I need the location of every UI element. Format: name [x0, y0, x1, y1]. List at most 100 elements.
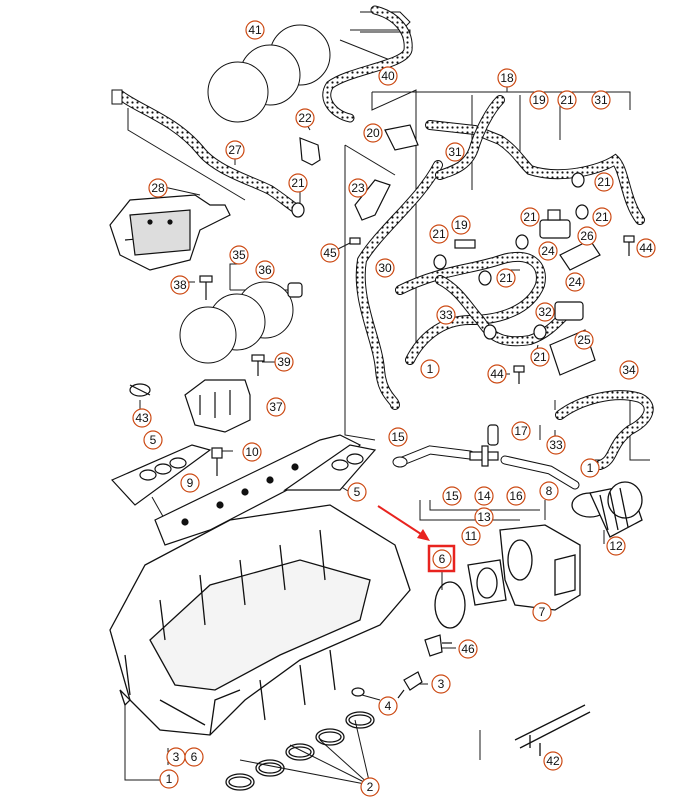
callout-circle	[461, 526, 481, 546]
callout-circle	[580, 458, 600, 478]
callout-label-c44a: 44	[639, 241, 653, 255]
callout-label-c24b: 24	[568, 275, 582, 289]
callout-circle	[574, 330, 594, 350]
callout-circle	[242, 442, 262, 462]
hose-31	[425, 120, 645, 225]
callout-label-c4: 4	[385, 699, 392, 713]
callout-label-c45: 45	[323, 246, 337, 260]
callout-label-c25: 25	[577, 333, 591, 347]
callout-circle	[451, 215, 471, 235]
callout-label-c6a: 6	[439, 552, 446, 566]
callout-label-c30: 30	[378, 261, 392, 275]
connector-19	[454, 239, 476, 249]
callout-label-c21c: 21	[597, 175, 611, 189]
callout-circle	[274, 352, 294, 372]
hose-30	[355, 160, 443, 410]
callout-label-c40: 40	[381, 69, 395, 83]
callout-label-c44b: 44	[490, 367, 504, 381]
callout-label-c17: 17	[514, 424, 528, 438]
highlight-marker	[377, 505, 456, 573]
callout-circle	[132, 408, 152, 428]
callout-circle	[295, 108, 315, 128]
callout-circle	[474, 486, 494, 506]
hose-40	[322, 5, 413, 123]
callout-circle	[388, 427, 408, 447]
callout-circle	[636, 238, 656, 258]
callout-label-c2: 2	[367, 780, 374, 794]
callout-circle	[546, 435, 566, 455]
callout-label-c24a: 24	[541, 244, 555, 258]
callout-circle	[458, 639, 478, 659]
callout-circle	[148, 178, 168, 198]
callout-label-c21b: 21	[291, 176, 305, 190]
clamp-43	[129, 383, 151, 397]
connector-36	[287, 282, 303, 298]
callout-circle	[520, 207, 540, 227]
screw-45	[349, 237, 361, 245]
actuator-37	[184, 379, 251, 433]
callout-circle	[497, 68, 517, 88]
screw-38	[199, 275, 213, 300]
valve-25	[554, 301, 584, 321]
screw-39	[251, 354, 265, 376]
callout-label-c32: 32	[538, 305, 552, 319]
clamps-21	[291, 172, 589, 340]
callout-circle	[429, 224, 449, 244]
callout-label-c33b: 33	[549, 438, 563, 452]
callout-circle	[543, 751, 563, 771]
intake-hose-12	[571, 481, 643, 538]
callout-label-c35: 35	[232, 248, 246, 262]
valve-17	[487, 424, 499, 446]
callout-circle	[529, 90, 549, 110]
bracket-28	[109, 194, 231, 271]
callout-label-c21a: 21	[560, 93, 574, 107]
clip-22	[299, 137, 321, 166]
callout-label-c3a: 3	[438, 677, 445, 691]
callout-label-c16: 16	[509, 489, 523, 503]
callout-circle	[180, 473, 200, 493]
callout-circle	[619, 360, 639, 380]
callout-circle	[506, 486, 526, 506]
callout-circle	[474, 507, 494, 527]
callout-label-c15b: 15	[445, 489, 459, 503]
callout-label-c34: 34	[622, 363, 636, 377]
callout-label-c37: 37	[269, 400, 283, 414]
callout-label-c5a: 5	[150, 433, 157, 447]
callout-circle	[288, 173, 308, 193]
bellows-35	[179, 281, 294, 364]
hose-18	[435, 95, 505, 180]
valve-24	[539, 209, 571, 239]
callout-circle	[565, 272, 585, 292]
callout-label-c18: 18	[500, 71, 514, 85]
callout-circle	[538, 241, 558, 261]
callout-circle	[375, 258, 395, 278]
callout-circle	[496, 268, 516, 288]
callout-label-c19b: 19	[454, 218, 468, 232]
callout-circle	[159, 769, 179, 789]
callout-label-c31a: 31	[594, 93, 608, 107]
callout-circle	[436, 305, 456, 325]
bracket-23	[354, 179, 391, 221]
callout-label-c19a: 19	[532, 93, 546, 107]
callout-label-c21e: 21	[595, 210, 609, 224]
callout-circle	[431, 674, 451, 694]
callout-circle	[487, 364, 507, 384]
o-rings-2	[225, 711, 375, 791]
callout-label-c41: 41	[248, 23, 262, 37]
callout-label-c14: 14	[477, 489, 491, 503]
callout-circle	[245, 20, 265, 40]
callout-label-c23: 23	[351, 181, 365, 195]
callout-circle	[348, 178, 368, 198]
callout-circle	[266, 397, 286, 417]
callout-circle	[432, 549, 452, 569]
callout-label-c8: 8	[546, 484, 553, 498]
callout-label-c7: 7	[539, 605, 546, 619]
hose-34	[555, 390, 654, 470]
connector-14	[469, 445, 499, 467]
callout-label-c1b: 1	[587, 461, 594, 475]
callout-circle	[378, 696, 398, 716]
callout-circle	[530, 347, 550, 367]
